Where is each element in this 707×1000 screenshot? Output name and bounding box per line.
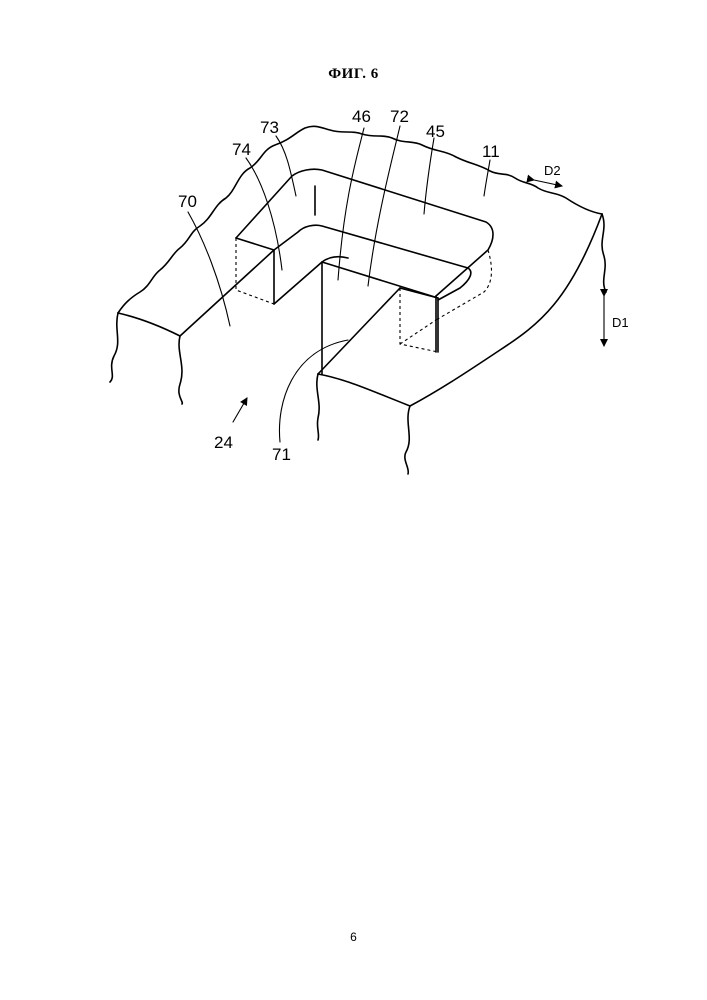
label-d1: D1 (612, 315, 629, 330)
base-front-right-face (405, 406, 410, 474)
rib-left-inner (236, 238, 274, 304)
leader-45 (424, 138, 434, 214)
label-72: 72 (390, 107, 409, 126)
arrow-24 (233, 398, 247, 422)
base-wavy-edge (118, 126, 602, 313)
left-wavy-cut (110, 313, 118, 382)
label-73: 73 (260, 118, 279, 137)
rib-left-outer (180, 250, 274, 336)
label-70: 70 (178, 192, 197, 211)
rib-right-leg (400, 288, 438, 352)
rib-inner-corner (274, 257, 348, 304)
rib-right-leg-front (318, 288, 400, 374)
rib-inner-top (274, 225, 471, 300)
leader-71 (279, 340, 348, 442)
label-11: 11 (482, 142, 500, 161)
label-71: 71 (272, 445, 291, 464)
label-24: 24 (214, 433, 233, 452)
hidden-line-mid (400, 288, 438, 352)
d2-arrow (534, 180, 562, 186)
base-front-right-edge (318, 374, 410, 406)
label-74: 74 (232, 140, 251, 159)
leader-72 (368, 126, 400, 286)
leader-74 (246, 158, 282, 270)
hidden-line-right2 (400, 320, 436, 344)
leader-11 (484, 160, 490, 196)
right-wavy-cut (602, 214, 606, 292)
label-46: 46 (352, 107, 371, 126)
notch-left-face (317, 374, 319, 440)
page-number: 6 (0, 930, 707, 944)
label-45: 45 (426, 122, 445, 141)
base-front-left-face (179, 336, 182, 404)
leader-73 (276, 136, 296, 196)
base-front-left-edge (118, 313, 180, 336)
label-d2: D2 (544, 163, 561, 178)
